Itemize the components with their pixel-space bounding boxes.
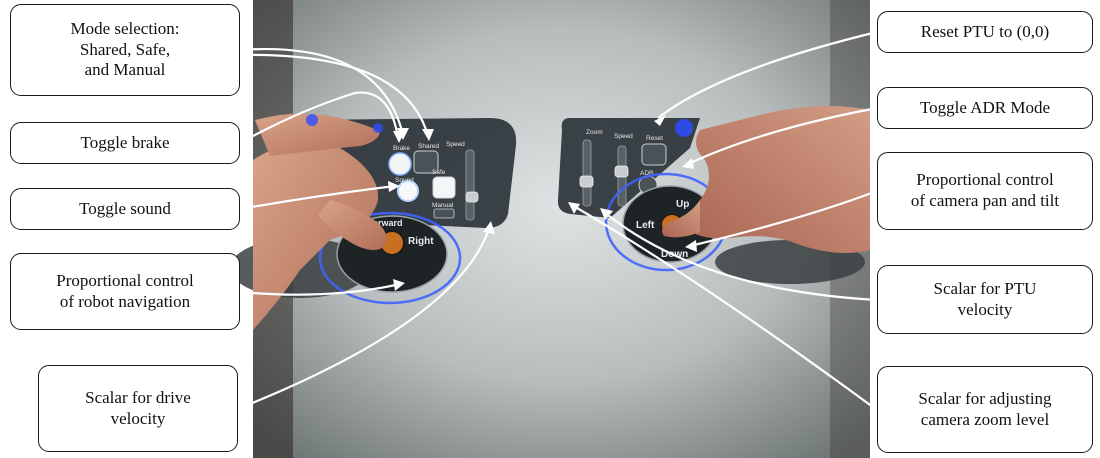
callout-toggle-brake: Toggle brake xyxy=(10,122,240,164)
label-speed-right: Speed xyxy=(614,133,633,140)
callout-toggle-sound: Toggle sound xyxy=(10,188,240,230)
left-fingertip-glow xyxy=(306,114,318,126)
zoom-slider-track[interactable] xyxy=(583,140,591,206)
left-fingertip-glow-2 xyxy=(373,123,383,133)
drive-speed-slider-thumb[interactable] xyxy=(466,192,478,202)
label-shared: Shared xyxy=(418,143,439,150)
callout-ptu-velocity: Scalar for PTU velocity xyxy=(877,265,1093,334)
label-safe: Safe xyxy=(432,169,446,176)
callout-camera-pan-tilt: Proportional control of camera pan and t… xyxy=(877,152,1093,230)
left-dpad-right-label: Right xyxy=(408,236,434,247)
right-hand-palm xyxy=(690,106,870,253)
brake-button[interactable] xyxy=(389,153,411,175)
callout-drive-velocity: Scalar for drive velocity xyxy=(38,365,238,452)
reset-ptu-button[interactable] xyxy=(642,144,666,165)
callout-reset-ptu: Reset PTU to (0,0) xyxy=(877,11,1093,53)
label-zoom: Zoom xyxy=(586,129,603,136)
label-manual: Manual xyxy=(432,202,454,209)
label-brake: Brake xyxy=(393,145,410,152)
callout-camera-zoom: Scalar for adjusting camera zoom level xyxy=(877,366,1093,453)
drive-speed-slider-track[interactable] xyxy=(466,150,474,220)
callout-robot-navigation: Proportional control of robot navigation xyxy=(10,253,240,330)
safe-button[interactable] xyxy=(433,177,455,198)
right-dpad-up-label: Up xyxy=(676,199,689,210)
right-fingertip-glow xyxy=(675,119,693,137)
manual-button[interactable] xyxy=(434,209,454,218)
sound-button[interactable] xyxy=(398,181,418,201)
zoom-slider-thumb[interactable] xyxy=(580,176,593,187)
ptu-speed-slider-thumb[interactable] xyxy=(615,166,628,177)
callout-toggle-adr: Toggle ADR Mode xyxy=(877,87,1093,129)
label-speed-left: Speed xyxy=(446,141,465,148)
label-reset: Reset xyxy=(646,135,663,142)
right-dpad-left-label: Left xyxy=(636,220,655,231)
callout-mode-selection: Mode selection: Shared, Safe, and Manual xyxy=(10,4,240,96)
